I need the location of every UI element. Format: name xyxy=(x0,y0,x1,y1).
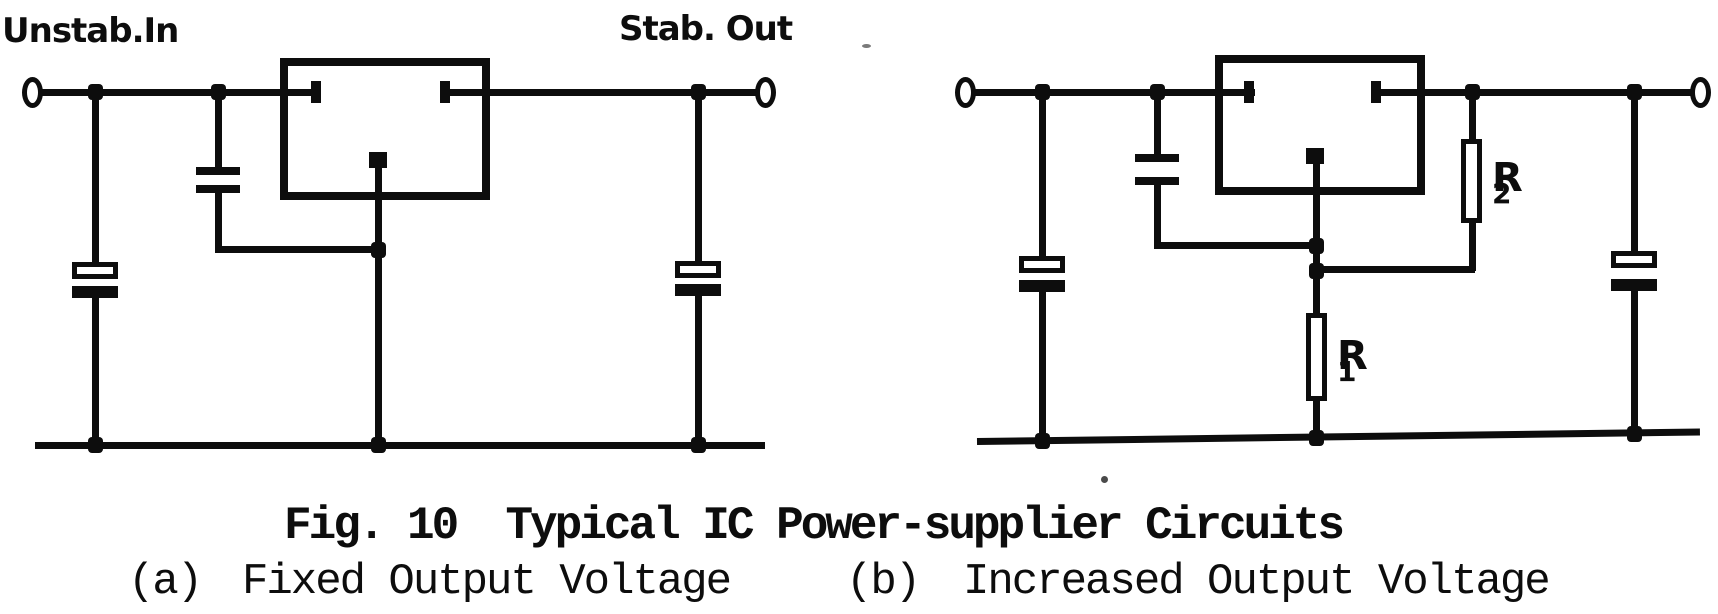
label-stab-out: Stab. Out xyxy=(619,9,793,49)
wire-ic-a-common-to-ground xyxy=(375,166,382,446)
junction-dot xyxy=(1627,426,1642,442)
ic-a-input-pin xyxy=(311,81,321,103)
ic-b-common-pin xyxy=(1306,148,1324,164)
wire-input-cap-b xyxy=(1039,96,1046,257)
junction-dot xyxy=(1035,433,1050,449)
ground-rail-b xyxy=(976,428,1700,445)
label-unstab-in: Unstab.In xyxy=(2,11,179,51)
junction-dot xyxy=(691,437,706,453)
wire-output-b xyxy=(1378,89,1700,96)
wire-bypass-cap-b-down xyxy=(1154,184,1161,249)
figure-caption-title: Fig. 10 Typical IC Power-supplier Circui… xyxy=(284,500,1345,552)
bypass-capacitor-a-bottom-plate xyxy=(196,185,240,193)
input-capacitor-b-top-plate xyxy=(1019,256,1065,273)
wire-output-cap-a-ground xyxy=(695,296,702,447)
caption-a-tag: (a) xyxy=(128,557,203,607)
ic-b-output-pin xyxy=(1371,81,1381,103)
resistor-r2-body xyxy=(1461,139,1482,223)
wire-r2-top xyxy=(1469,96,1476,141)
wire-output-a xyxy=(450,89,766,96)
r1-subscript: 1 xyxy=(1337,355,1357,388)
input-capacitor-a-top-plate xyxy=(72,262,118,279)
ic-regulator-box-b xyxy=(1215,55,1425,195)
wire-input-cap-b-ground xyxy=(1039,292,1046,444)
junction-dot xyxy=(371,437,386,453)
junction-dot xyxy=(1150,84,1165,100)
junction-dot xyxy=(1627,84,1642,100)
scan-speck xyxy=(1101,476,1108,483)
bypass-capacitor-a-top-plate xyxy=(196,167,240,175)
wire-input-b xyxy=(973,89,1255,96)
junction-dot xyxy=(1309,238,1324,254)
junction-dot xyxy=(88,84,103,100)
bypass-capacitor-b-bottom-plate xyxy=(1135,177,1179,185)
junction-dot xyxy=(691,84,706,100)
wire-r2-bottom-to-center xyxy=(1313,266,1475,273)
ic-regulator-box-a xyxy=(280,58,490,200)
wire-input-cap-a-ground xyxy=(92,298,99,448)
wire-bypass-to-center-a xyxy=(215,246,382,253)
wire-bypass-cap-a-down xyxy=(215,192,222,253)
wire-r1-to-ground xyxy=(1313,399,1320,440)
output-capacitor-b-bottom-plate xyxy=(1611,279,1657,291)
wire-input-a xyxy=(40,89,321,96)
wire-bypass-cap-b xyxy=(1154,96,1161,155)
resistor-r1-body xyxy=(1306,313,1327,401)
caption-b-tag: (b) xyxy=(846,557,921,607)
input-capacitor-b-bottom-plate xyxy=(1019,280,1065,292)
wire-output-cap-a xyxy=(695,96,702,262)
scan-speck xyxy=(862,44,871,48)
output-capacitor-a-top-plate xyxy=(675,261,721,278)
wire-bypass-to-center-b xyxy=(1154,242,1321,249)
output-terminal-a xyxy=(755,77,776,108)
wire-output-cap-b-ground xyxy=(1631,291,1638,434)
wire-input-cap-a xyxy=(92,96,99,263)
junction-dot xyxy=(1309,430,1324,446)
caption-b-text: Increased Output Voltage xyxy=(963,557,1551,607)
r1-symbol: R xyxy=(1337,333,1368,379)
r2-subscript: 2 xyxy=(1492,177,1512,210)
caption-a-text: Fixed Output Voltage xyxy=(242,557,732,607)
output-terminal-b xyxy=(1690,77,1711,108)
ic-a-common-pin xyxy=(369,152,387,168)
junction-dot xyxy=(211,84,226,100)
junction-dot xyxy=(1035,84,1050,100)
ic-a-output-pin xyxy=(440,81,450,103)
bypass-capacitor-b-top-plate xyxy=(1135,154,1179,162)
junction-dot xyxy=(88,437,103,453)
output-capacitor-b-top-plate xyxy=(1611,251,1657,268)
wire-r2-bottom xyxy=(1469,221,1476,271)
wire-output-cap-b xyxy=(1631,96,1638,252)
ground-rail-a xyxy=(35,442,765,449)
input-capacitor-a-bottom-plate xyxy=(72,286,118,298)
ic-b-input-pin xyxy=(1244,81,1254,103)
r2-symbol: R xyxy=(1492,155,1523,201)
junction-dot xyxy=(1465,84,1480,100)
output-capacitor-a-bottom-plate xyxy=(675,284,721,296)
wire-bypass-cap-a xyxy=(215,96,222,168)
